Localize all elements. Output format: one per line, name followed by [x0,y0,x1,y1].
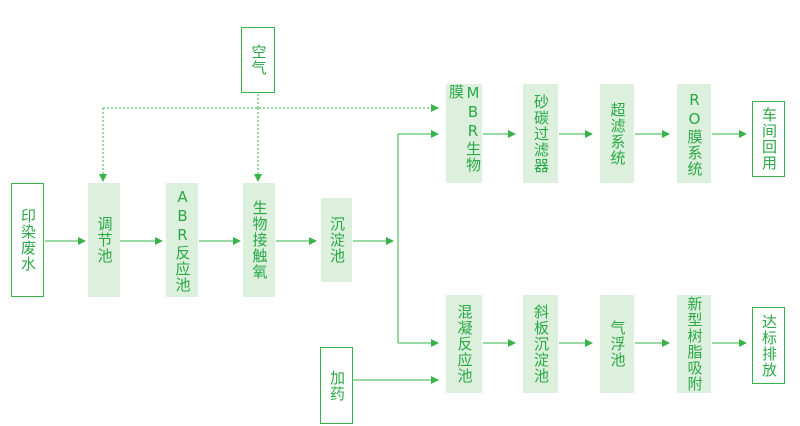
node-coagulation-reactor: 混凝反应池 [446,295,482,393]
node-regulating-tank: 调节池 [88,183,120,297]
node-ro-membrane: RO膜系统 [677,84,711,183]
node-wastewater: 印染废水 [11,183,44,297]
node-resin-adsorption: 新型树脂吸附 [677,295,711,393]
node-air: 空气 [241,27,275,93]
node-sedimentation-tank: 沉淀池 [321,198,352,282]
node-inclined-plate-sedimentation: 斜板沉淀池 [523,295,558,393]
node-bio-contact-oxidation: 生物接触氧 [243,183,275,297]
node-air-flotation: 气浮池 [600,295,634,393]
node-abr-reactor: ABR反应池 [166,183,198,297]
node-discharge: 达标排放 [752,307,785,384]
node-sand-carbon-filter: 砂碳过滤器 [523,84,558,183]
node-workshop-reuse: 车间回用 [752,101,785,177]
main-flow-lines [45,130,747,384]
air-supply-lines [99,94,439,182]
node-mbr: MBR生物膜 [446,84,482,183]
node-ultrafiltration: 超滤系统 [600,84,634,183]
node-dosing: 加药 [320,347,353,424]
